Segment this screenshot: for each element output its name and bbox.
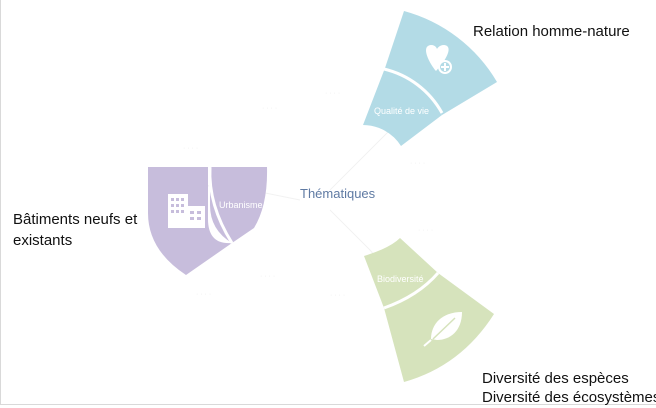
- segment-quality-inner: [363, 68, 442, 146]
- faint-text-1: · · · ·: [325, 90, 340, 97]
- label-relation-homme-nature: Relation homme-nature: [473, 23, 630, 40]
- building-icon: [168, 194, 205, 228]
- leaf-icon: [423, 312, 462, 347]
- faint-text-2: · · · ·: [410, 160, 425, 167]
- faint-text: · · · · · · · · · · · · · · · · · · · · …: [183, 90, 433, 299]
- segment-bio-separator: [383, 272, 440, 310]
- segment-quality-separator: [383, 67, 444, 114]
- label-batiments-line2: existants: [13, 232, 73, 249]
- label-diversite-especes: Diversité des espèces: [482, 370, 629, 387]
- segment-bio-label: Biodiversité: [377, 274, 424, 284]
- faint-text-6: · · · ·: [196, 291, 211, 298]
- label-batiments-line1: Bâtiments neufs et: [13, 211, 138, 228]
- segment-urban-label: Urbanisme: [219, 200, 263, 210]
- faint-text-7: · · · ·: [183, 145, 198, 152]
- segment-urban-separator: [208, 166, 234, 244]
- segment-urban[interactable]: Urbanisme: [148, 166, 268, 275]
- segment-quality[interactable]: Qualité de vie: [363, 11, 497, 146]
- label-diversite-ecosystemes: Diversité des écosystèmes: [482, 389, 656, 406]
- faint-text-8: · · · ·: [262, 105, 277, 112]
- segment-bio-inner: [364, 238, 438, 308]
- faint-text-3: · · · ·: [418, 227, 433, 234]
- segment-quality-label: Qualité de vie: [374, 106, 429, 116]
- faint-text-5: · · · ·: [330, 292, 345, 299]
- faint-text-4: · · · ·: [260, 273, 275, 280]
- center-title: Thématiques: [300, 186, 376, 201]
- frame-left-border: [0, 0, 1, 405]
- segment-bio[interactable]: Biodiversité: [364, 238, 494, 382]
- heart-plus-icon: [426, 45, 452, 74]
- segment-urban-inner: [210, 167, 268, 243]
